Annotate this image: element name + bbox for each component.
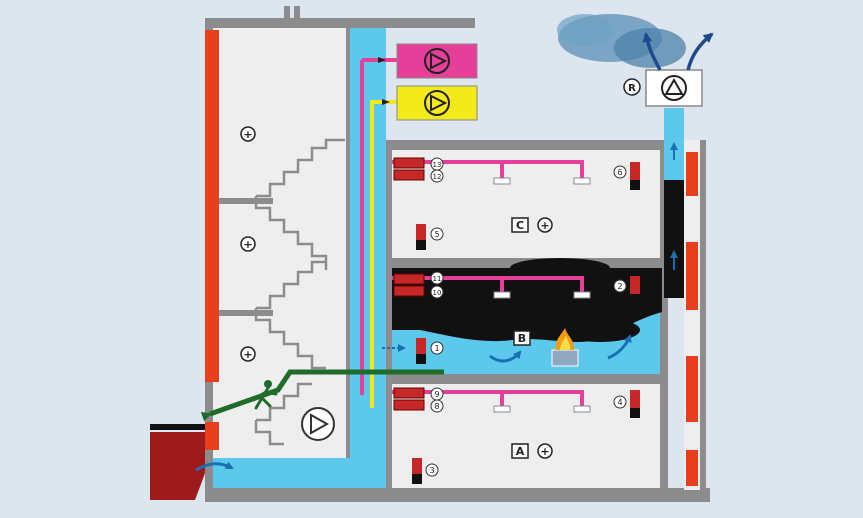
exhaust-smoke-cloud [557,14,686,68]
floor-b-smoke [392,258,662,342]
unit-number-badge: 9 [430,387,444,401]
unit-number-label: 10 [433,289,442,297]
supply-shaft [346,28,386,458]
unit-number-badge: 11 [430,271,444,285]
unit-number-badge: 8 [430,399,444,413]
unit-number-label: 5 [434,230,439,239]
building-base-slab [205,488,710,502]
facade-panel-right [686,152,698,196]
stair-pressure-icon: + [240,236,256,252]
unit-number-badge: 13 [430,157,444,171]
unit-number-badge: 5 [430,227,444,241]
airflow-arrow [195,461,234,472]
roof-slab-stair [205,18,475,28]
ground-block [150,432,210,500]
roof-exhaust-fan-unit [645,69,703,107]
lower-air-passage [213,458,386,488]
svg-text:C: C [516,219,524,232]
extract-fan-unit [396,85,478,121]
unit-number-label: 13 [433,161,442,169]
svg-text:+: + [540,219,549,232]
unit-number-label: 1 [434,344,439,353]
svg-text:+: + [243,128,252,141]
svg-text:+: + [243,348,252,361]
airflow-arrow [489,350,522,363]
unit-number-badge: 2 [613,279,627,293]
floors-outer-wall [660,140,668,490]
unit-number-label: 12 [433,173,442,181]
exhaust-shaft-smoke [664,180,684,298]
stair-pressure-icon: + [240,126,256,142]
damper-stack [393,157,425,411]
room-label-c: C + [511,217,553,233]
stair-pressurization-fan-icon [301,407,335,441]
staircase-flight-middle [256,260,326,310]
svg-text:A: A [516,445,525,458]
ground-edge [150,424,210,430]
svg-text:+: + [243,238,252,251]
exhaust-arrow-left [642,32,662,71]
unit-number-badge: 10 [430,285,444,299]
unit-number-badge: 4 [613,395,627,409]
exhaust-arrow-right [686,32,714,71]
airflow-arrow [607,334,632,360]
unit-number-label: 6 [617,168,622,177]
fire-icon [551,328,579,367]
unit-number-label: 4 [617,398,622,407]
exhaust-label-badge: R [623,78,641,96]
unit-number-label: 2 [617,282,622,291]
room-label-a: A + [511,443,553,459]
unit-number-badge: 3 [425,463,439,477]
unit-number-badge: 6 [613,165,627,179]
vent-device [412,162,640,484]
staircase-flight-lower [256,382,312,422]
svg-text:B: B [518,332,526,345]
unit-number-label: 8 [434,402,439,411]
unit-number-badge: 1 [430,341,444,355]
evacuation-route-arrow [200,369,444,422]
stair-pressure-icon: + [240,346,256,362]
supply-fan-unit [396,43,478,79]
unit-number-badge: 12 [430,169,444,183]
svg-text:R: R [628,83,636,94]
svg-text:+: + [540,445,549,458]
branch-ducts [392,160,591,413]
roof-slab-floors [392,140,664,150]
unit-number-label: 9 [434,390,439,399]
stair-facade-panel [205,30,219,382]
staircase-flight-upper [256,138,345,198]
running-person-icon [254,380,278,410]
unit-number-label: 3 [429,466,434,475]
room-label-b: B [513,330,531,346]
shaft-inner-wall [386,140,392,490]
unit-number-label: 11 [433,275,442,283]
